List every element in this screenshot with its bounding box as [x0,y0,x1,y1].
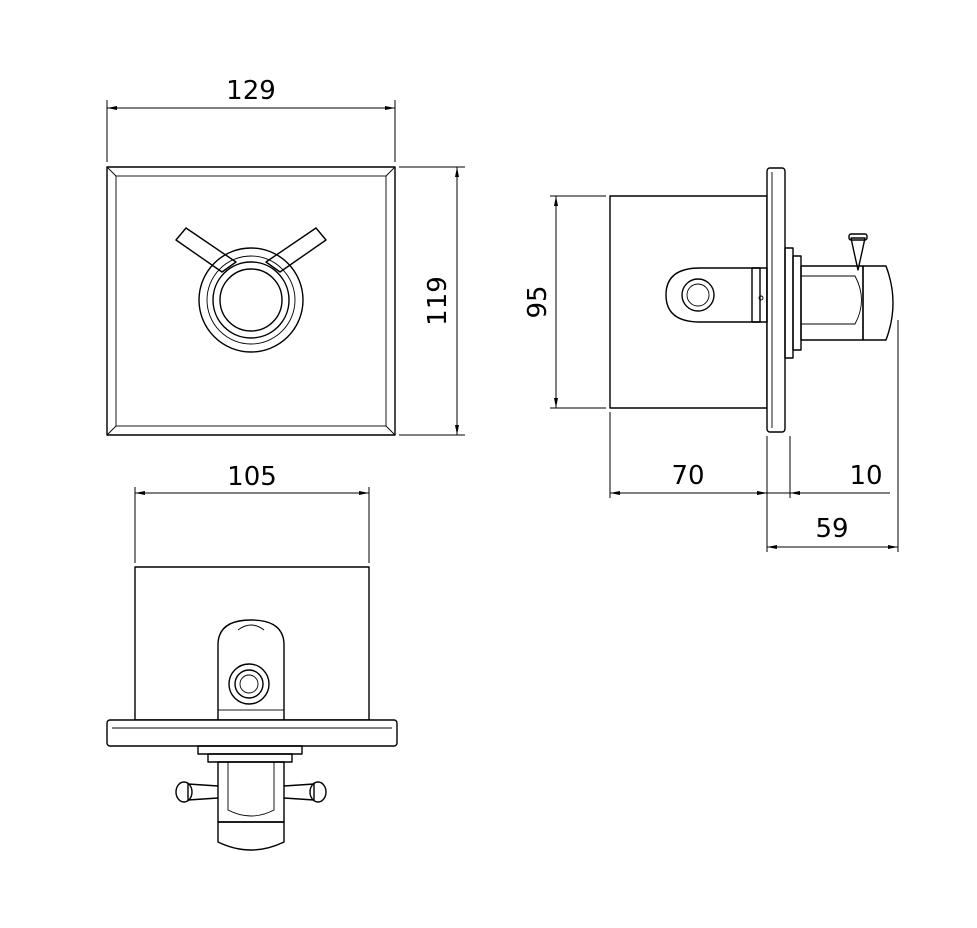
side-view: 95 70 10 59 [523,167,899,552]
front-cover-bevel [115,175,387,427]
side-body [609,195,768,409]
dim-side-plate-label: 10 [849,461,882,491]
dim-side-depth-label: 70 [671,461,704,491]
side-spindle [800,265,864,341]
dim-top-width-label: 105 [227,462,277,492]
top-cross-handle [175,781,327,803]
side-cover-plate [766,167,786,433]
front-cover-plate [106,166,396,436]
top-diverter-housing [217,619,285,721]
front-view: 129 119 [106,76,465,436]
front-rosette-outer [198,247,304,353]
side-rosette [784,247,794,359]
dim-side-height: 95 [523,195,606,409]
front-knob-center [219,268,283,332]
top-cover-plate [106,719,398,747]
side-lever [850,237,866,271]
side-knob [862,265,894,341]
side-diverter-housing [665,267,761,323]
dim-side-protrusion: 59 [767,320,899,552]
dim-top-width: 105 [134,462,370,563]
top-diverter-knob [228,663,270,705]
dim-side-depth: 70 [609,412,768,552]
dim-side-height-label: 95 [523,285,553,318]
top-knob [217,821,285,851]
dim-front-width-label: 129 [226,76,276,106]
dim-front-width: 129 [106,76,396,162]
front-cross-handle [175,227,327,273]
dim-side-plate: 10 [745,436,890,498]
dim-side-protrusion-label: 59 [815,514,848,544]
top-view: 105 [106,462,398,851]
side-diverter-knob [681,278,715,312]
dim-front-height-label: 119 [423,276,453,326]
dim-front-height: 119 [399,166,465,436]
